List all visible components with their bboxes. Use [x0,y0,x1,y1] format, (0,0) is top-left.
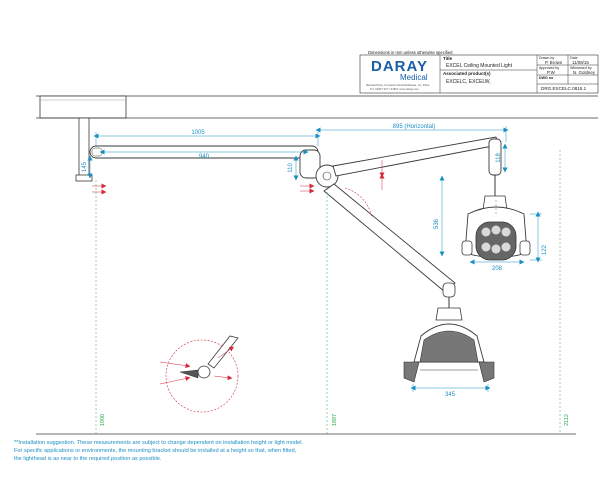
title-label: Title [443,56,453,61]
title-block: Dimensions in mm unless otherwise specif… [359,50,599,94]
ceiling [36,95,598,119]
dim-145: 145 [82,161,88,172]
daray-logo: DARAY Medical Mansell Drive, Fernside In… [366,58,429,91]
lighthead-side [403,307,495,383]
dwg-label: DWG no [539,76,554,80]
dim-110: 110 [288,163,294,173]
date-label: Date [570,56,578,60]
dim-122: 122 [542,244,548,255]
rotation-detail [159,335,239,413]
installation-note-line-1: **Installation suggestion. These measure… [14,440,304,446]
dwg-value: DRG.EXCELC.0815.1 [541,86,587,91]
dim-208: 208 [492,266,503,272]
drawn-by-value: P. Brown [545,60,563,65]
lower-arm [323,183,456,308]
installation-note-line-3: the lighthead is as near to the required… [14,456,162,462]
reference-lines [95,150,561,434]
dim-1887: 1887 [332,414,338,426]
dim-1900: 1900 [100,414,106,426]
dimensions [87,126,542,392]
dim-1005: 1005 [191,130,205,136]
dims-note: Dimensions in mm unless otherwise specif… [368,50,453,55]
dim-536: 536 [434,218,440,229]
company-address: Mansell Drive, Fernside Industrial Estat… [366,83,429,87]
dim-895: 895 (Horizontal) [393,124,436,130]
logo-medical: Medical [400,73,428,82]
logo-daray: DARAY [371,58,428,75]
approved-value: P.W [547,70,556,75]
installation-note-line-2: For specific applications or environment… [14,448,297,454]
witnessed-label: Witnessed by [570,66,592,70]
dim-940: 940 [199,154,210,160]
dim-118: 118 [496,153,502,163]
elbow-joint [315,164,339,188]
drawn-by-label: Drawn by [539,56,554,60]
lighthead-front [461,195,531,261]
date-value: 11/08/15 [572,60,589,65]
assoc-value: EXCELC, EXCELW, [446,79,491,85]
title-value: EXCEL Ceiling Mounted Light [446,63,513,69]
dim-345: 345 [445,392,456,398]
main-arm [89,145,321,179]
witnessed-value: N. Goldney [573,70,596,75]
dim-2112: 2112 [564,414,570,426]
upper-arm [332,136,502,196]
company-contact: Tel: 01827 327 / 01827 www.daray.com [370,87,419,91]
approved-label: Approved by [539,66,559,70]
rotation-arcs [92,160,385,219]
assoc-label: Associated product(s) [443,71,491,76]
